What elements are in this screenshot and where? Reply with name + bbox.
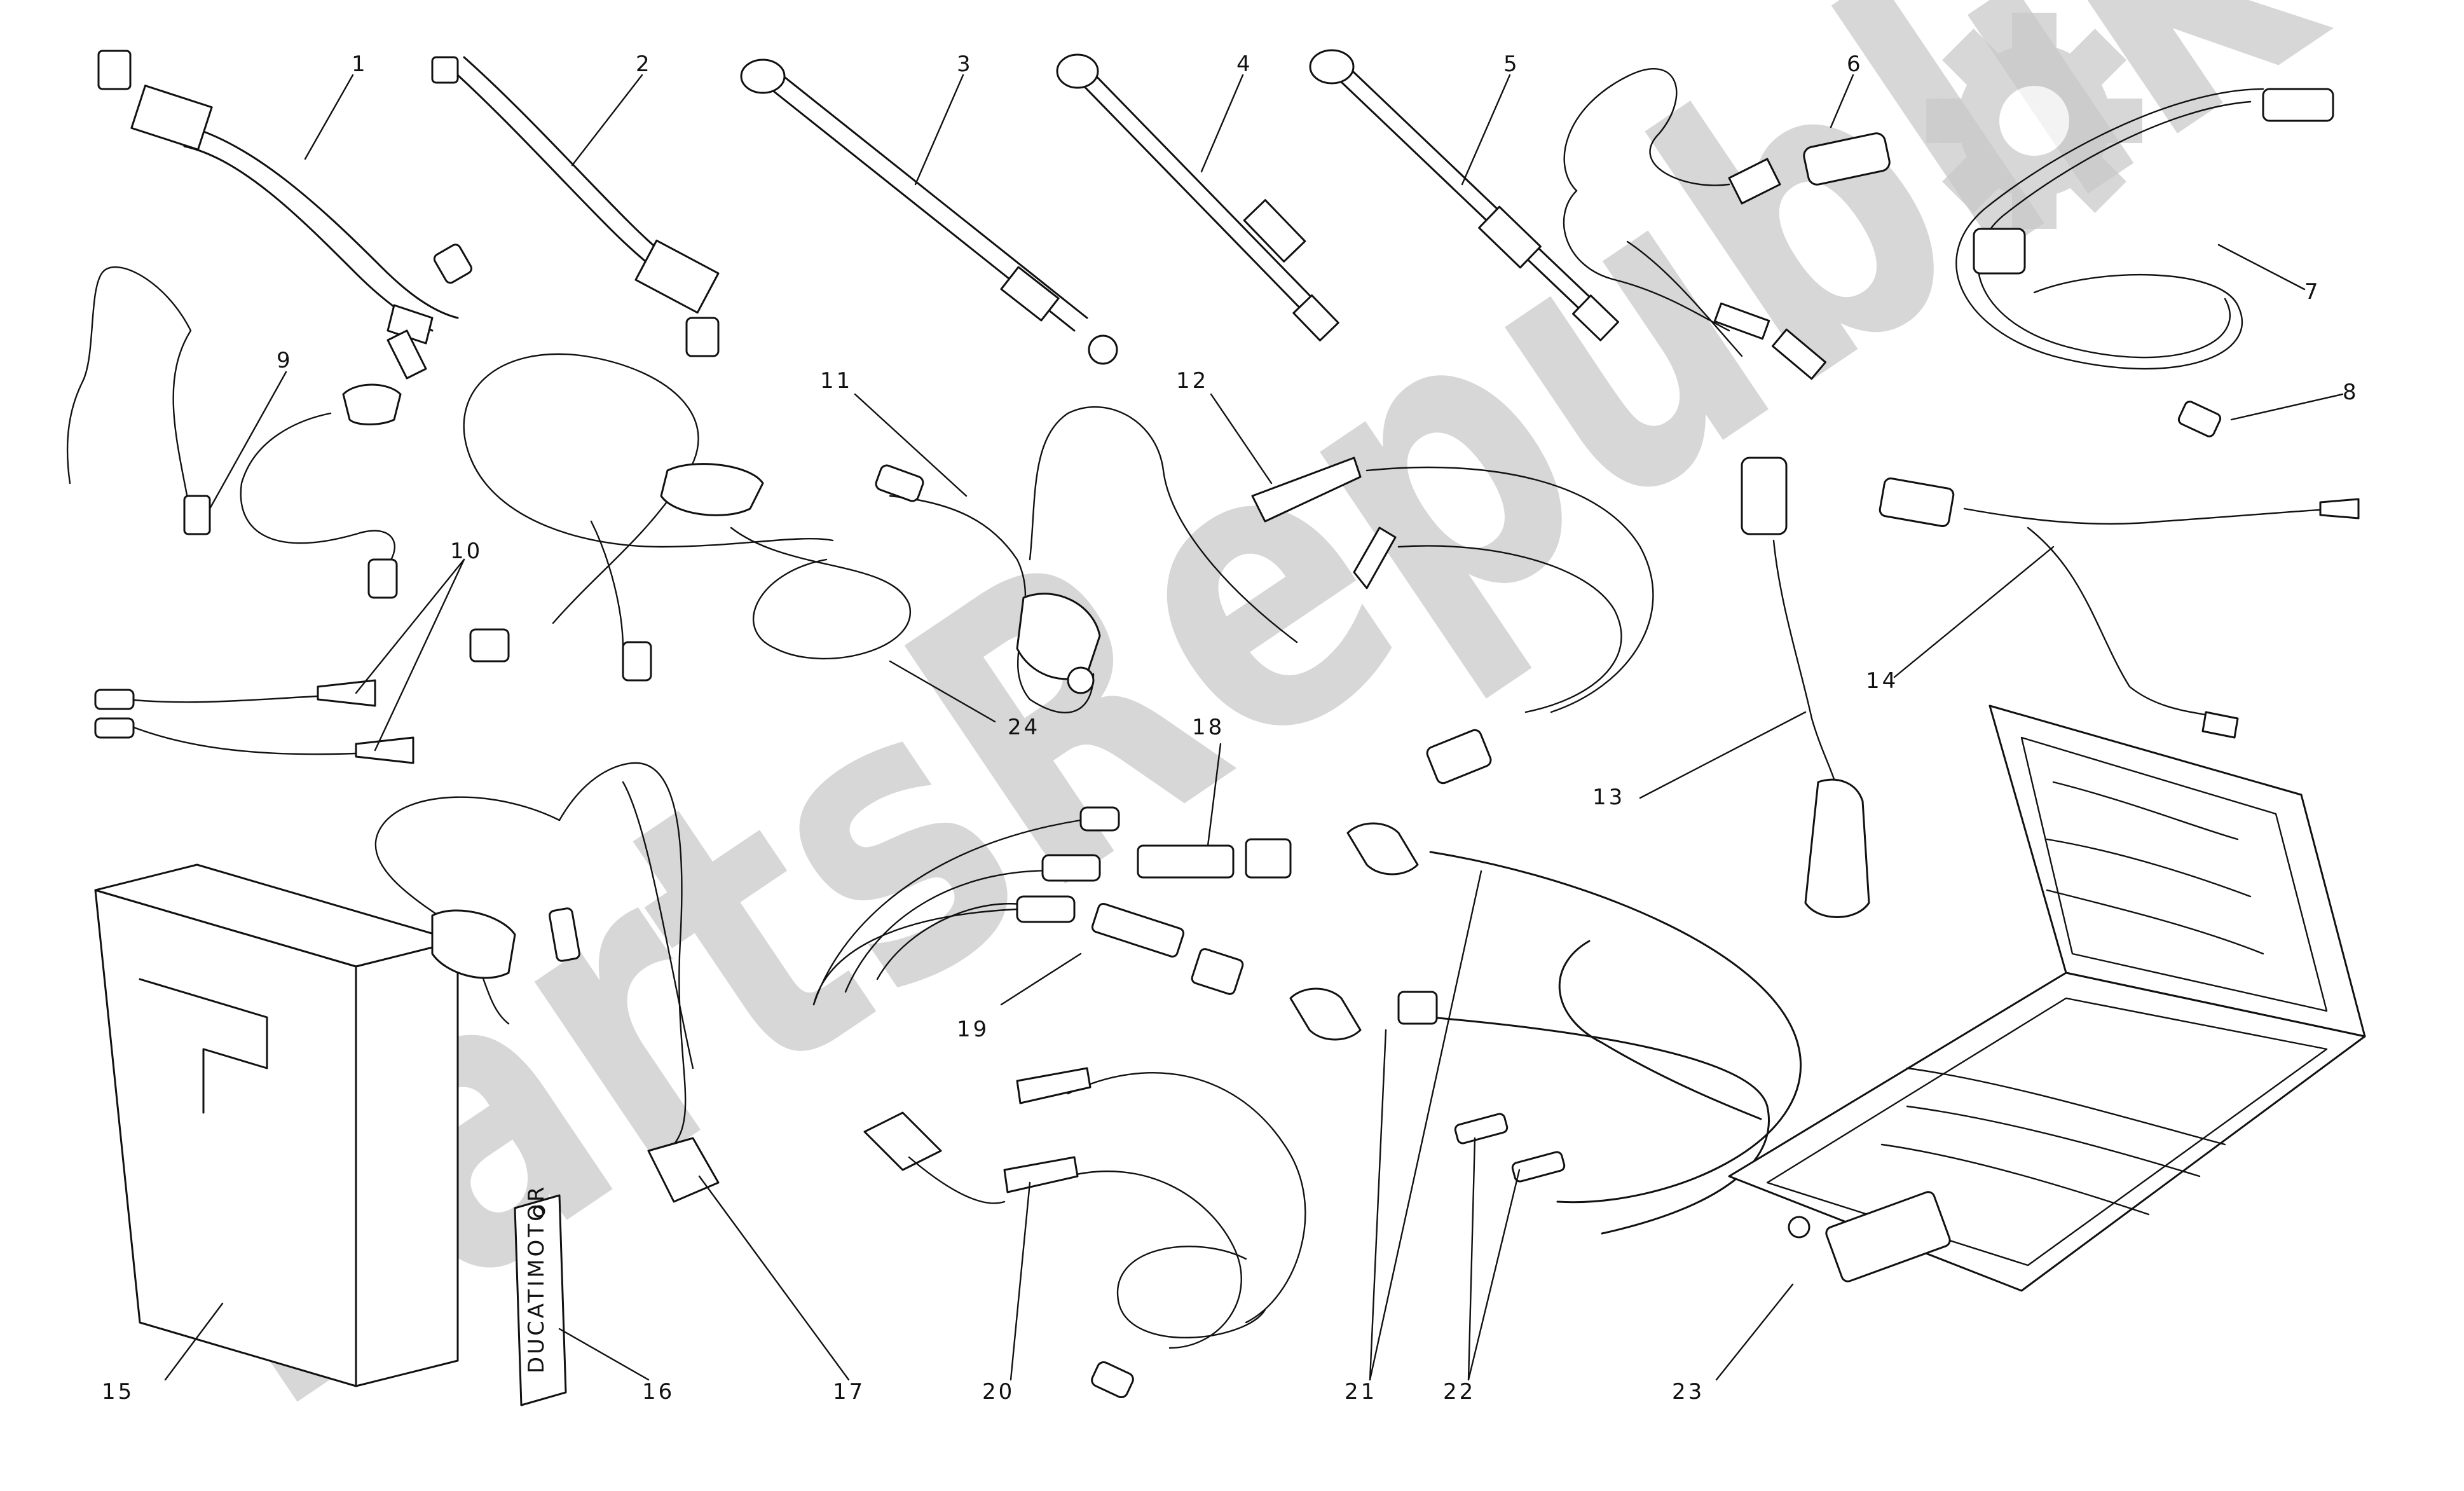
callout-4: 4 — [1236, 52, 1253, 77]
part-9-sensor-lead — [66, 266, 402, 599]
part-22-nipples — [1454, 1113, 1566, 1183]
part-13-lighter-lead — [1741, 457, 1870, 918]
tag-label: DUCATIMOTOR — [524, 1185, 549, 1373]
part-20-clamp-coil-lead — [1003, 1067, 1306, 1399]
part-19-adapter-lead — [812, 895, 1244, 1204]
callout-11: 11 — [820, 368, 852, 394]
part-2-pressure-hose-valve — [431, 56, 720, 357]
part-6-connector-cable — [1563, 68, 1891, 380]
callout-2: 2 — [636, 52, 652, 77]
part-5-gauge-hose — [1309, 49, 1619, 341]
gear-icon — [1926, 13, 2142, 229]
part-3-gauge-hose — [740, 58, 1118, 365]
callout-5: 5 — [1503, 52, 1520, 77]
part-12-clamp-cable — [1251, 457, 1654, 785]
part-21-long-hoses — [1289, 822, 1802, 1235]
part-17-coiled-connector-cable — [374, 762, 720, 1203]
callout-17: 17 — [833, 1379, 865, 1405]
callout-7: 7 — [2304, 279, 2321, 305]
part-24-coiled-sensor-cable — [463, 353, 911, 682]
part-18-adapter-lead — [812, 806, 1292, 1006]
part-15-carry-case — [94, 863, 459, 1387]
leader-lines — [164, 74, 2344, 1381]
callout-1: 1 — [352, 52, 368, 77]
part-16-tag: DUCATIMOTOR — [514, 1185, 567, 1406]
part-1-dual-pressure-hose — [97, 50, 472, 380]
callout-21: 21 — [1345, 1379, 1377, 1405]
callout-13: 13 — [1592, 785, 1625, 810]
callout-6: 6 — [1847, 52, 1863, 77]
callout-9: 9 — [277, 348, 293, 373]
callout-24: 24 — [1008, 715, 1040, 740]
callout-20: 20 — [982, 1379, 1015, 1405]
callout-10: 10 — [450, 539, 483, 564]
callout-23: 23 — [1672, 1379, 1704, 1405]
part-23-open-tool-case — [1728, 704, 2366, 1292]
callout-19: 19 — [957, 1017, 989, 1042]
callout-14: 14 — [1866, 668, 1898, 694]
callout-8: 8 — [2343, 380, 2359, 405]
part-11-probe-lead — [875, 406, 1298, 714]
callout-16: 16 — [642, 1379, 674, 1405]
part-8-adapter — [2177, 401, 2222, 437]
callout-labels: 1 2 3 4 5 6 7 8 9 10 11 12 13 14 15 16 1… — [102, 52, 2359, 1405]
part-7-coiled-cable — [1955, 88, 2334, 370]
part-14-fork-lead — [1879, 477, 2360, 739]
callout-12: 12 — [1176, 368, 1208, 394]
part-4-gauge-hose — [1056, 53, 1339, 341]
callout-3: 3 — [957, 52, 973, 77]
callout-22: 22 — [1443, 1379, 1475, 1405]
callout-15: 15 — [102, 1379, 134, 1405]
part-10-clip-leads — [94, 679, 414, 764]
callout-18: 18 — [1192, 715, 1224, 740]
